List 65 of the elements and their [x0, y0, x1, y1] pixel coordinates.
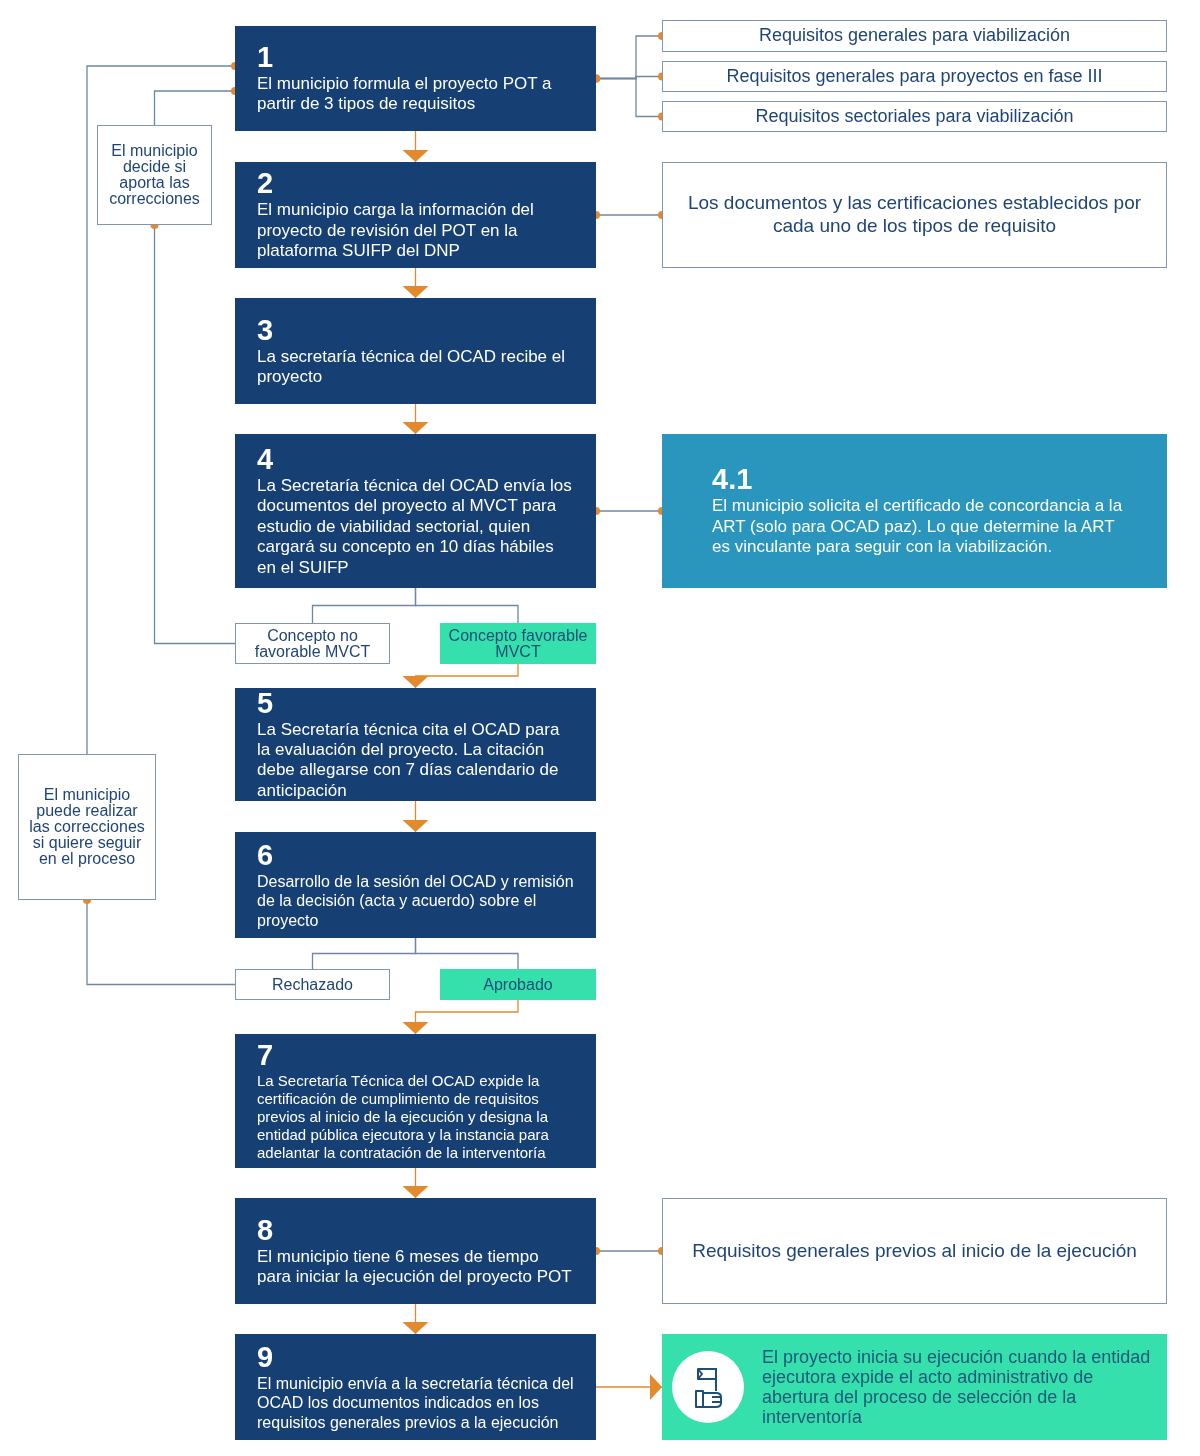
step-description: El municipio formula el proyecto POT a partir de 3 tipos de requisitos [257, 74, 553, 115]
step-number: 3 [257, 314, 274, 347]
info-box [662, 1198, 1167, 1304]
process-box [235, 434, 596, 588]
flow-chevron [402, 403, 429, 435]
step-description: La Secretaría técnica cita el OCAD para la evaluación del proyecto. La citación debe allegarse con 7 días calendario de anticipación [257, 719, 561, 802]
step-number: 9 [257, 1342, 274, 1375]
process-box [235, 1334, 596, 1440]
box-label: Concepto no favorable MVCT [253, 627, 372, 660]
flow-chevron [402, 1167, 429, 1199]
info-box [662, 20, 1167, 52]
info-box [662, 162, 1167, 268]
step-number: 2 [257, 168, 274, 201]
flow-chevron [402, 1303, 429, 1335]
process-box [235, 1034, 596, 1168]
process-box [235, 1198, 596, 1304]
info-box [97, 125, 212, 225]
flow-chevron [402, 130, 429, 163]
box-label: Concepto favorable MVCT [447, 627, 589, 660]
info-box [235, 969, 390, 1000]
step-description: El municipio tiene 6 meses de tiempo para iniciar la ejecución del proyecto POT [257, 1246, 573, 1288]
flow-chevron [402, 663, 519, 689]
box-label: Aprobado [483, 976, 553, 993]
flow-chevron [402, 267, 429, 299]
step-number: 6 [257, 840, 274, 873]
flow-chevron [402, 999, 519, 1035]
box-label: Requisitos generales para viabilización [757, 25, 1072, 47]
outcome-box [440, 969, 596, 1000]
flow-chevron [402, 800, 429, 833]
info-box [662, 101, 1167, 132]
step-description: La Secretaría Técnica del OCAD expide la certificación de cumplimiento de requisitos previos al inicio de la ejecución y designa la entidad pública ejecutora y la instancia para adelantar la contratación de la interventoría [257, 1071, 550, 1162]
highlight-box [662, 434, 1167, 588]
box-label: Los documentos y las certificaciones establecidos por cada uno de los tipos de requisito [686, 192, 1143, 238]
step-description: La Secretaría técnica del OCAD envía los documentos del proyecto al MVCT para estudio de viabilidad sectorial, quien cargará su concepto en 10 días hábiles en el SUIFP [257, 475, 573, 578]
process-box [235, 26, 596, 131]
step-description: El municipio envía a la secretaría técnica del OCAD los documentos indicados en los requisitos generales previos a la ejecución [257, 1374, 574, 1432]
info-box [662, 61, 1167, 92]
step-description: El municipio solicita el certificado de concordancia a la ART (solo para OCAD paz). Lo que determine la ART es vinculante para seguir con la viabilización. [712, 496, 1124, 558]
box-label: Requisitos generales previos al inicio de la ejecución [691, 1239, 1138, 1263]
process-box [235, 162, 596, 268]
outcome-box [440, 623, 596, 664]
step-number: 1 [257, 42, 274, 75]
step-number: 4 [257, 444, 274, 476]
box-label: Rechazado [271, 976, 354, 993]
step-description: El proyecto inicia su ejecución cuando la entidad ejecutora expide el acto administrativo de abertura del proceso de selección de la interventoría [762, 1346, 1152, 1428]
box-label: Requisitos generales para proyectos en fase III [725, 65, 1104, 88]
process-box [235, 832, 596, 938]
process-box [235, 298, 596, 404]
step-number: 5 [257, 687, 274, 720]
box-label: El municipio decide si aporta las correcciones [108, 143, 201, 207]
step-description: El municipio carga la información del proyecto de revisión del POT en la plataforma SUIFP del DNP [257, 200, 535, 262]
step-number: 4.1 [712, 464, 753, 497]
result-box [662, 1334, 1167, 1440]
flow-chevron [595, 1374, 663, 1400]
box-label: El municipio puede realizar las correcciones si quiere seguir en el proceso [28, 787, 146, 867]
info-box [235, 623, 390, 664]
process-box [235, 688, 596, 801]
connector-line [414, 587, 519, 624]
step-number: 7 [257, 1040, 274, 1072]
connector-line [414, 937, 519, 970]
box-label: Requisitos sectoriales para viabilización [754, 105, 1075, 128]
step-description: La secretaría técnica del OCAD recibe el proyecto [257, 346, 567, 388]
info-box [18, 754, 156, 900]
step-number: 8 [257, 1214, 274, 1247]
step-description: Desarrollo de la sesión del OCAD y remisión de la decisión (acta y acuerdo) sobre el proyecto [257, 872, 574, 930]
